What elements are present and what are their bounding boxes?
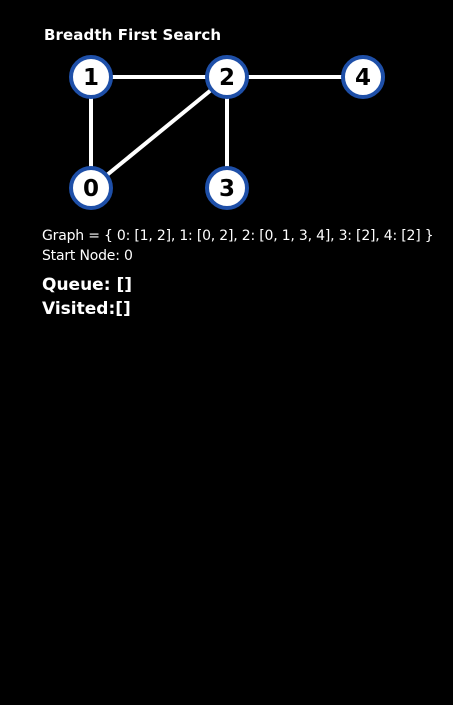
graph-diagram: 0 1 2 3 4 — [69, 55, 385, 210]
queue-line: Queue: [] — [42, 275, 132, 295]
visited-value: [] — [115, 299, 131, 319]
node-circle-1 — [69, 55, 113, 99]
start-node-text: Start Node: 0 — [42, 248, 133, 264]
node-circle-3 — [205, 166, 249, 210]
node-circle-4 — [341, 55, 385, 99]
node-label-1: 1 — [83, 65, 99, 91]
visited-line: Visited:[] — [42, 299, 131, 319]
queue-value: [] — [116, 275, 132, 295]
node-4: 4 — [341, 55, 385, 99]
node-label-2: 2 — [219, 65, 235, 91]
node-2: 2 — [205, 55, 249, 99]
node-label-4: 4 — [355, 65, 371, 91]
nodes-layer: 0 1 2 3 4 — [69, 55, 385, 210]
node-0: 0 — [69, 166, 113, 210]
graph-adjacency-text: Graph = { 0: [1, 2], 1: [0, 2], 2: [0, 1… — [42, 228, 434, 244]
node-label-0: 0 — [83, 176, 99, 202]
visited-label: Visited: — [42, 299, 116, 319]
node-1: 1 — [69, 55, 113, 99]
node-circle-0 — [69, 166, 113, 210]
node-label-3: 3 — [219, 176, 235, 202]
node-circle-2 — [205, 55, 249, 99]
queue-label: Queue: — [42, 275, 111, 295]
edge-0-2 — [89, 75, 229, 190]
node-3: 3 — [205, 166, 249, 210]
page-title: Breadth First Search — [44, 26, 222, 44]
